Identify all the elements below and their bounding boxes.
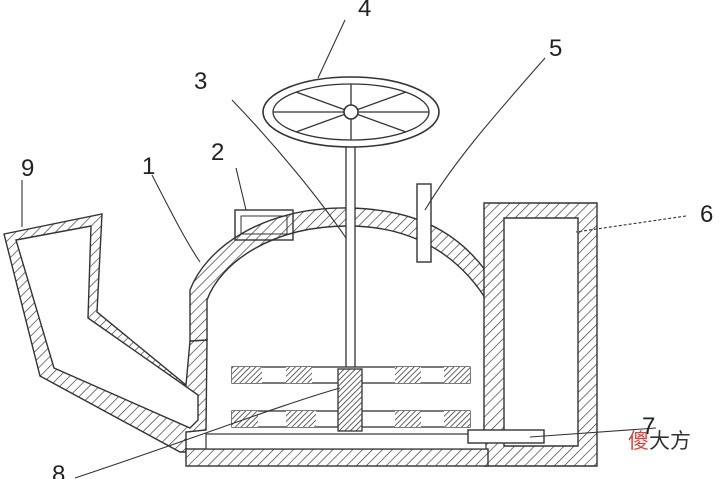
sensor-block-inner — [240, 215, 288, 235]
watermark-part1: 傻 — [628, 429, 649, 453]
leader-lines — [21, 19, 687, 479]
watermark: 傻大方 — [628, 429, 691, 453]
label-9: 9 — [21, 155, 34, 182]
label-7: 7 — [642, 413, 655, 440]
wheel-hub — [343, 104, 359, 120]
side-tank — [483, 202, 598, 467]
central-hub — [337, 368, 363, 432]
label-5: 5 — [549, 35, 562, 62]
base-plate — [185, 448, 489, 467]
label-8: 8 — [52, 461, 65, 479]
dome-housing — [189, 207, 499, 342]
label-1: 1 — [142, 153, 155, 180]
sensor-block — [234, 209, 294, 241]
label-3: 3 — [194, 68, 207, 95]
central-shaft — [345, 111, 356, 371]
label-6: 6 — [700, 201, 713, 228]
label-4: 4 — [358, 0, 371, 22]
chamber-floor — [205, 433, 487, 450]
label-2: 2 — [211, 139, 224, 166]
watermark-part2: 大方 — [649, 429, 691, 453]
hand-wheel — [262, 76, 440, 148]
inlet-pipe-wall — [3, 213, 208, 453]
vertical-probe — [416, 183, 432, 263]
